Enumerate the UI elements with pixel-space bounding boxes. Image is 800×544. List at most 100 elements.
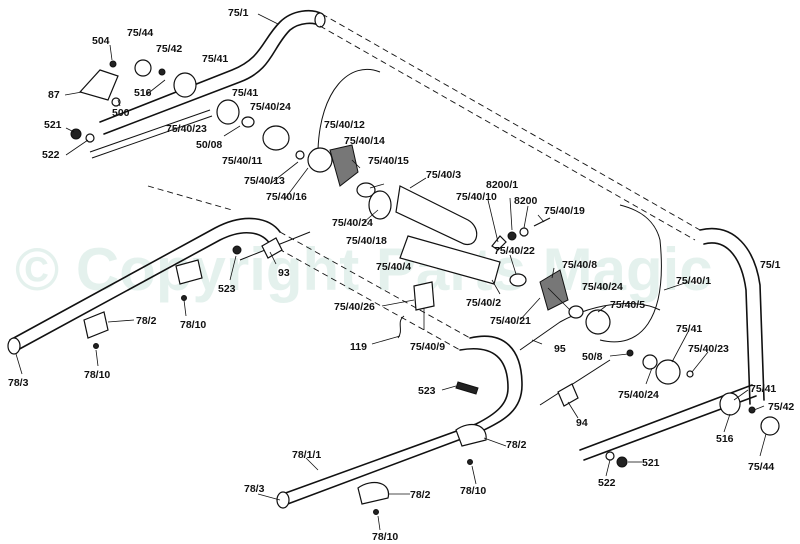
label-75-40-9: 75/40/9 xyxy=(410,341,445,353)
right-cable xyxy=(599,204,662,343)
label-75-41: 75/41 xyxy=(202,53,228,65)
label-75-40-1: 75/40/1 xyxy=(676,275,711,287)
label-50-08: 50/08 xyxy=(196,139,222,151)
label-75-40-18: 75/40/18 xyxy=(346,235,387,247)
label-87: 87 xyxy=(48,89,60,101)
upper-handle-tube xyxy=(89,9,765,461)
label-75-40-19: 75/40/19 xyxy=(544,205,585,217)
label-521: 521 xyxy=(44,119,62,131)
screw-504 xyxy=(109,60,117,68)
label-8200: 8200 xyxy=(514,195,538,207)
label-75-40-12: 75/40/12 xyxy=(324,119,365,131)
housing-75-40-12 xyxy=(262,125,290,151)
label-75-1-top: 75/1 xyxy=(228,7,249,19)
label-75-40-23-b: 75/40/23 xyxy=(688,343,729,355)
label-522: 522 xyxy=(42,149,60,161)
knob-75-41-c xyxy=(655,359,681,385)
label-75-41-d: 75/41 xyxy=(750,383,776,395)
label-75-1-right: 75/1 xyxy=(760,259,781,271)
label-75-40-10: 75/40/10 xyxy=(456,191,497,203)
label-95: 95 xyxy=(554,343,566,355)
label-75-40-24-b: 75/40/24 xyxy=(332,217,373,229)
label-523: 523 xyxy=(218,283,236,295)
bracket-78-2-b xyxy=(83,311,109,339)
label-78-2-a: 78/2 xyxy=(136,315,157,327)
lever-75-40-8 xyxy=(539,269,569,311)
cap-75-44 xyxy=(134,59,152,77)
washer-522-b xyxy=(605,451,615,461)
label-8200-1: 8200/1 xyxy=(486,179,518,191)
spring-119 xyxy=(397,315,405,339)
label-75-42-b: 75/42 xyxy=(768,401,794,413)
label-78-10-a: 78/10 xyxy=(180,319,206,331)
label-75-40-16: 75/40/16 xyxy=(266,191,307,203)
washer-75-40-15 xyxy=(356,182,376,198)
label-75-40-5: 75/40/5 xyxy=(610,299,645,311)
label-75-40-24: 75/40/24 xyxy=(250,101,291,113)
label-75-40-14: 75/40/14 xyxy=(344,135,385,147)
label-78-10-d: 78/10 xyxy=(372,531,398,543)
label-75-44: 75/44 xyxy=(127,27,153,39)
label-94: 94 xyxy=(576,417,588,429)
label-75-40-4: 75/40/4 xyxy=(376,261,411,273)
washer-75-40-24 xyxy=(241,116,255,128)
label-75-41-b: 75/41 xyxy=(232,87,258,99)
lever-75-40-14 xyxy=(329,144,359,187)
knob-75-41-d xyxy=(719,392,741,416)
label-75-40-8: 75/40/8 xyxy=(562,259,597,271)
leader-lines xyxy=(15,13,767,531)
pulley-75-40-11 xyxy=(307,147,333,173)
pin-75-40-13 xyxy=(295,150,305,160)
label-75-40-11: 75/40/11 xyxy=(222,155,262,167)
cap-75-44-b xyxy=(760,416,780,436)
upper-cable xyxy=(317,68,381,151)
label-78-10-b: 78/10 xyxy=(84,369,110,381)
nut-75-42 xyxy=(158,68,166,76)
label-75-40-21: 75/40/21 xyxy=(490,315,531,327)
screw-78-10-a xyxy=(181,295,187,301)
label-78-1-1: 78/1/1 xyxy=(292,449,321,461)
label-75-40-22: 75/40/22 xyxy=(494,245,535,257)
screw-78-10-c xyxy=(467,459,473,465)
label-516-b: 516 xyxy=(716,433,734,445)
label-50-8: 50/8 xyxy=(582,351,603,363)
label-75-44-b: 75/44 xyxy=(748,461,774,473)
label-75-40-26: 75/40/26 xyxy=(334,301,375,313)
label-500: 500 xyxy=(112,107,130,119)
end-cap-bottom xyxy=(276,491,290,509)
pulley-75-40-5 xyxy=(585,309,611,335)
copyright-watermark: © Copyright Parts Magic xyxy=(15,236,713,303)
clip-75-40-23 xyxy=(686,370,694,378)
part-labels: 75/1 504 75/44 75/42 75/41 87 516 500 75… xyxy=(8,7,794,543)
screw-78-10-b xyxy=(93,343,99,349)
label-516: 516 xyxy=(134,87,152,99)
clip-93 xyxy=(261,237,283,259)
washer-75-40-24-b xyxy=(568,305,584,319)
label-75-42: 75/42 xyxy=(156,43,182,55)
bracket-78-2-c xyxy=(455,423,487,447)
bolt-523 xyxy=(232,245,242,255)
screw-75-40-19 xyxy=(533,217,551,227)
screw-50-8 xyxy=(626,349,634,357)
nut-521 xyxy=(70,128,82,140)
label-78-3-a: 78/3 xyxy=(8,377,29,389)
washer-75-40-24-c xyxy=(642,354,658,370)
label-78-10-c: 78/10 xyxy=(460,485,486,497)
bracket-78-2-d xyxy=(357,481,390,505)
label-504: 504 xyxy=(92,35,110,47)
label-75-40-13: 75/40/13 xyxy=(244,175,285,187)
clip-94 xyxy=(557,383,579,407)
tube-75-40-3 xyxy=(395,185,478,246)
label-75-40-3: 75/40/3 xyxy=(426,169,461,181)
washer-8200 xyxy=(519,227,529,237)
end-cap-left xyxy=(7,337,21,355)
bracket-78-2-a xyxy=(175,259,203,285)
label-75-41-c: 75/41 xyxy=(676,323,702,335)
lower-handle-frame xyxy=(7,217,523,509)
label-119: 119 xyxy=(350,341,367,353)
label-93: 93 xyxy=(278,267,290,279)
label-75-40-15: 75/40/15 xyxy=(368,155,409,167)
screw-78-10-d xyxy=(373,509,379,515)
label-78-3-b: 78/3 xyxy=(244,483,265,495)
